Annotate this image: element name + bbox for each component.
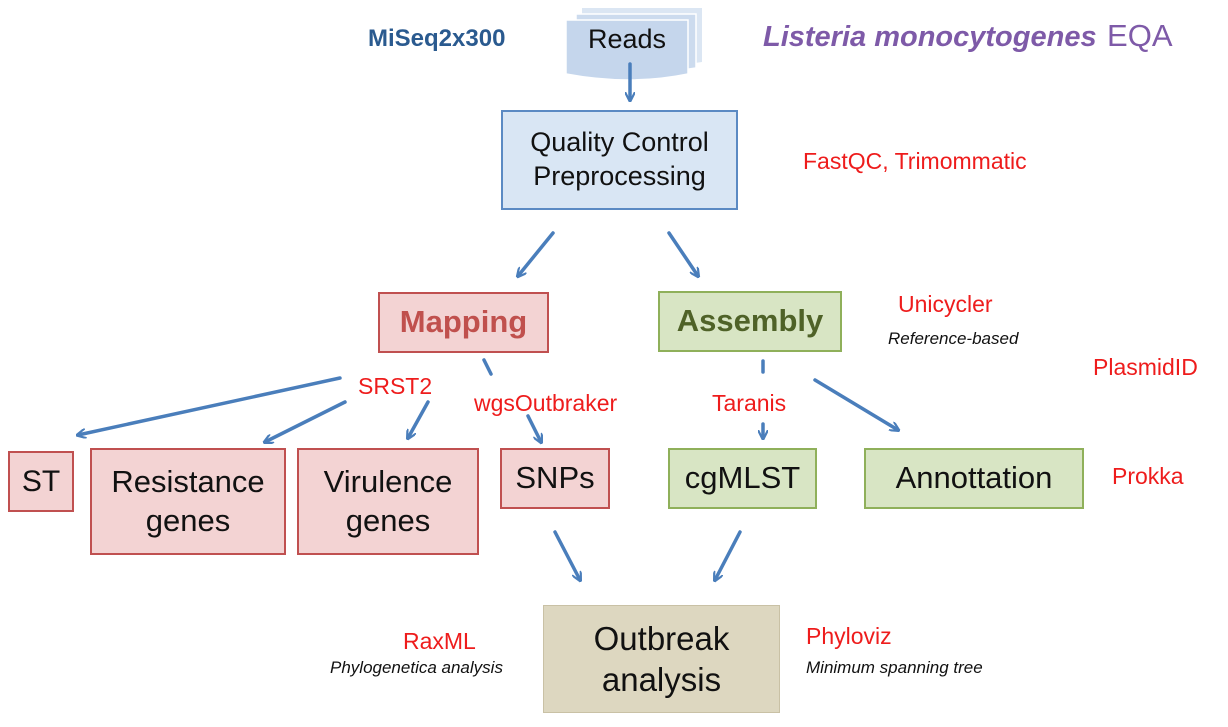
assembly-tool-note: Reference-based xyxy=(888,329,1019,348)
prokka-tool-label: Prokka xyxy=(1112,463,1184,489)
raxml-tool-label: RaxML xyxy=(403,628,476,654)
arrow-mapping-stub xyxy=(482,358,493,376)
cgmlst-box: cgMLST xyxy=(668,448,817,509)
assembly-box: Assembly xyxy=(658,291,842,352)
mapping-box: Mapping xyxy=(378,292,549,353)
phyloviz-tool-note: Minimum spanning tree xyxy=(806,658,983,677)
virulence-genes-box: Virulence genes xyxy=(297,448,479,555)
resistance-genes-box: Resistance genes xyxy=(90,448,286,555)
arrow-srst2-to-st xyxy=(78,376,342,435)
resistance-genes-line2: genes xyxy=(145,502,231,538)
reads-label: Reads xyxy=(587,24,667,54)
arrow-qc-to-assembly xyxy=(667,231,698,276)
outbreak-analysis-box: Outbreak analysis xyxy=(543,605,780,713)
st-box: ST xyxy=(8,451,74,512)
resistance-genes-line1: Resistance xyxy=(111,463,265,499)
arrow-srst2-to-virulence xyxy=(408,400,430,438)
quality-control-box: Quality Control Preprocessing xyxy=(501,110,738,210)
plasmid-tool-label: PlasmidID xyxy=(1093,354,1198,380)
program-name: EQA xyxy=(1107,18,1173,53)
reads-document-stack-icon xyxy=(565,8,702,81)
annotation-box: Annottation xyxy=(864,448,1084,509)
arrow-srst2-to-resistance xyxy=(265,400,347,442)
outbreak-analysis-line2: analysis xyxy=(601,661,722,698)
organism-title: Listeria monocytogenes EQA xyxy=(763,18,1173,54)
outbreak-analysis-line1: Outbreak xyxy=(593,619,730,657)
quality-control-line1: Quality Control xyxy=(530,127,709,158)
srst2-tool-label: SRST2 xyxy=(358,373,433,399)
taranis-tool-label: Taranis xyxy=(712,390,787,416)
arrow-outbraker-to-snps xyxy=(526,414,541,442)
virulence-genes-line1: Virulence xyxy=(323,463,453,499)
raxml-tool-note: Phylogenetica analysis xyxy=(330,658,503,677)
qc-tools-label: FastQC, Trimommatic xyxy=(803,148,1027,174)
assembly-tool-label: Unicycler xyxy=(898,291,993,317)
virulence-genes-line2: genes xyxy=(345,502,431,538)
platform-label: MiSeq2x300 xyxy=(368,25,506,52)
organism-name: Listeria monocytogenes xyxy=(763,21,1097,53)
arrow-cgmlst-to-outbreak xyxy=(715,530,742,580)
outbraker-tool-label: wgsOutbraker xyxy=(474,390,618,416)
arrow-snps-to-outbreak xyxy=(553,530,580,580)
quality-control-line2: Preprocessing xyxy=(533,161,706,191)
phyloviz-tool-label: Phyloviz xyxy=(806,623,892,649)
arrow-assembly-to-annotation xyxy=(813,378,898,430)
arrow-qc-to-mapping xyxy=(518,231,555,276)
snps-box: SNPs xyxy=(500,448,610,509)
